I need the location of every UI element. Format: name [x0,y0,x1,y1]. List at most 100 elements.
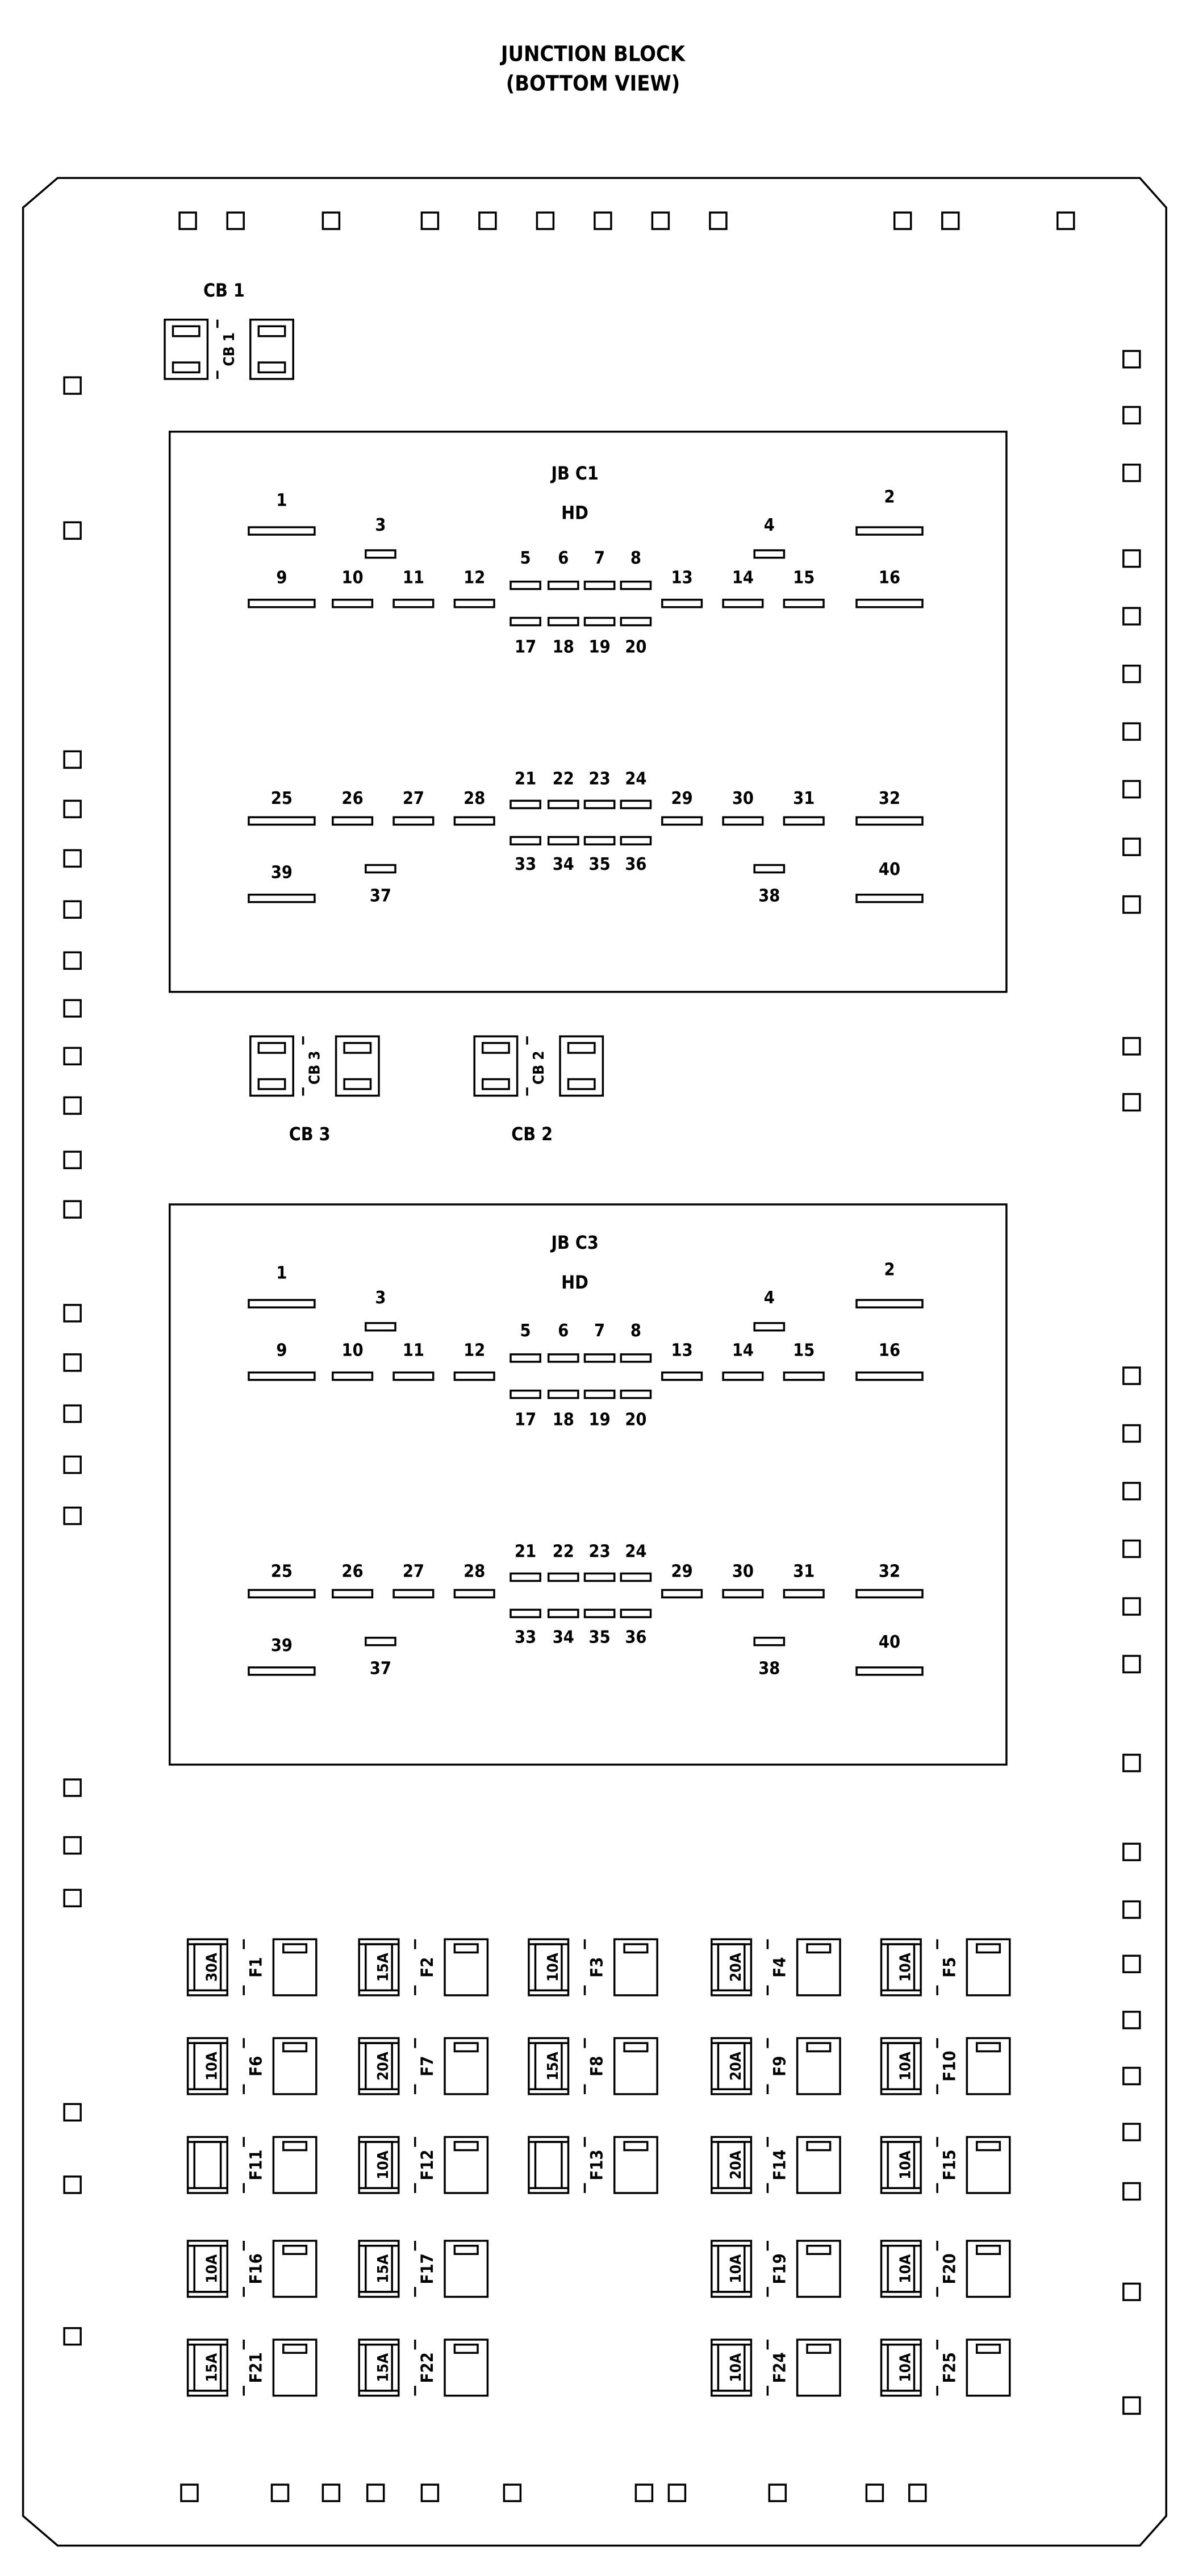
fuse-terminal-notch [453,2244,479,2255]
breaker-terminal [164,318,209,380]
pin-number: 10 [342,568,364,588]
terminal-square [1122,1954,1141,1974]
pin-number: 23 [589,769,611,789]
terminal-square [893,211,912,230]
connector-pin: 21 [510,769,541,810]
fuse-id: F25 [939,2352,959,2383]
pin-slot [620,616,652,627]
connector-pin: 15 [783,568,825,608]
fuse: 15A F2 [358,1938,489,1996]
pin-number: 20 [625,637,646,657]
fuse-id: F4 [770,1957,790,1978]
breaker-terminal [249,318,294,380]
terminal-square [63,1889,82,1908]
fuse-rating: 20A [728,1952,745,1982]
terminal-square [178,211,197,230]
breaker-terminal-notch [343,1041,372,1054]
pin-number: 19 [589,1410,611,1429]
pin-slot [248,1666,316,1676]
fuse-terminal-inner [534,2141,563,2189]
pin-slot [620,799,652,810]
connector-pin: 12 [453,1341,495,1381]
terminal-square [63,1455,82,1474]
pin-number: 39 [271,1636,293,1656]
connector-pin: 31 [783,1561,825,1599]
pin-number: 17 [515,637,536,657]
pin-slot [365,864,396,874]
terminal-square [1122,349,1141,369]
fuse-terminal-left [358,2136,400,2194]
pin-number: 7 [594,1321,605,1341]
terminal-square [1122,664,1141,683]
fuse-terminal-right [272,1938,318,1996]
pin-slot [783,598,825,608]
pin-slot [510,1608,541,1619]
fuse-terminal-notch [975,2042,1001,2053]
terminal-square [63,2103,82,2122]
breaker-terminal-notch [257,325,286,337]
connector-pin: 12 [453,568,495,608]
terminal-square [1122,1900,1141,1919]
fuse-terminal-right [966,2136,1011,2194]
fuse-rating: 10A [375,2150,392,2179]
terminal-square [63,849,82,868]
fuse-terminal-right [444,2136,489,2194]
pin-number: 26 [342,1561,364,1581]
fuse-id: F7 [417,2056,437,2077]
fuse-rating: 10A [897,2150,914,2179]
pin-slot [583,580,616,590]
pin-slot [855,526,924,536]
fuse-rating: 15A [375,1952,392,1982]
pin-slot [332,1589,374,1599]
pin-number: 9 [276,568,287,588]
fuse-id: F13 [587,2150,607,2181]
pin-number: 35 [589,1627,611,1647]
terminal-square [180,2483,199,2502]
fuse-terminal-notch [282,2042,308,2053]
terminal-square [1122,722,1141,741]
fuse-id: F2 [417,1957,437,1978]
fuse-terminal-left [186,1938,228,1996]
terminal-square [63,376,82,395]
terminal-square [366,2483,385,2502]
fuse-terminal-right [796,2339,841,2397]
connector-pin: 28 [453,789,495,826]
fuse-rating: 10A [545,1952,562,1982]
pin-slot [248,893,316,903]
fuse-terminal-right [444,2037,489,2095]
terminal-square [1122,1753,1141,1773]
pin-number: 19 [589,637,611,657]
pin-number: 34 [553,1627,574,1647]
pin-slot [365,1636,396,1647]
fuse-terminal-right [796,2136,841,2194]
fuse-terminal-right [444,2240,489,2298]
pin-slot [510,616,541,627]
connector-pin: 35 [583,836,616,874]
fuse-rating: 20A [728,2150,745,2179]
fuse-id: F15 [939,2150,959,2181]
pin-slot [661,816,703,826]
connector-pin: 25 [248,1561,316,1599]
fuse-terminal-notch [282,2343,308,2354]
pin-number: 37 [370,886,391,906]
connector-pin: 18 [547,616,579,657]
pin-slot [547,1353,579,1363]
connector-pin: 30 [722,1561,764,1599]
connector-pin: 26 [332,1561,374,1599]
terminal-square [1122,2182,1141,2201]
terminal-square [63,1506,82,1525]
terminal-square [1122,1539,1141,1558]
fuse-terminal-notch [453,2141,479,2152]
terminal-square [941,211,960,230]
breaker-terminal-body [559,1035,604,1097]
pin-slot [620,1353,652,1363]
connector-pin: 1 [248,1263,316,1308]
pin-slot [248,1371,316,1381]
connector-c1-title: JB C1 [550,462,599,484]
